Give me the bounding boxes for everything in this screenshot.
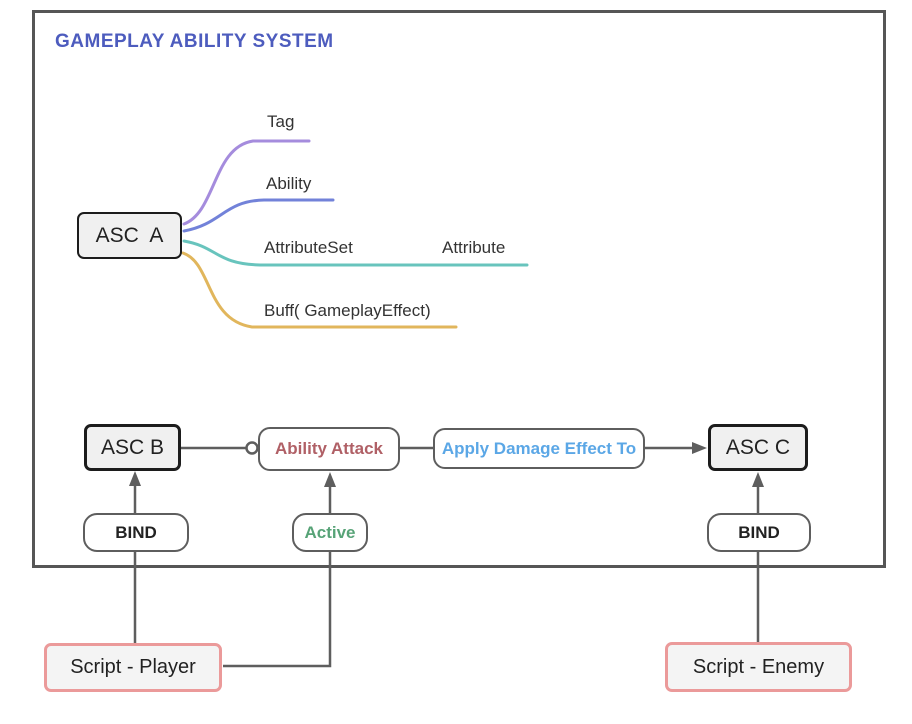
node-asc-a-label: ASC A xyxy=(95,223,164,247)
node-asc-b-label: ASC B xyxy=(100,435,165,459)
node-bind-right[interactable]: BIND xyxy=(707,513,811,552)
node-bind-left-label: BIND xyxy=(115,522,157,542)
node-bind-left[interactable]: BIND xyxy=(83,513,189,552)
node-asc-c-label: ASC C xyxy=(725,435,791,459)
node-bind-right-label: BIND xyxy=(738,522,780,542)
node-asc-b[interactable]: ASC B xyxy=(84,424,181,471)
node-ability-attack-label: Ability Attack xyxy=(274,439,383,458)
branch-label-ability[interactable]: Ability xyxy=(266,174,312,193)
node-apply-damage[interactable]: Apply Damage Effect To xyxy=(433,428,645,469)
page-title: GAMEPLAY ABILITY SYSTEM xyxy=(55,31,334,52)
branch-label-buff[interactable]: Buff( GameplayEffect) xyxy=(264,301,431,320)
node-script-enemy[interactable]: Script - Enemy xyxy=(665,642,852,692)
node-script-enemy-label: Script - Enemy xyxy=(692,655,825,678)
node-active[interactable]: Active xyxy=(292,513,368,552)
system-boundary-frame xyxy=(32,10,886,568)
branch-label-tag[interactable]: Tag xyxy=(267,112,295,131)
node-asc-c[interactable]: ASC C xyxy=(708,424,808,471)
branch-label-attributeset[interactable]: AttributeSet xyxy=(264,238,353,257)
node-active-label: Active xyxy=(304,522,356,542)
node-script-player-label: Script - Player xyxy=(70,656,196,678)
node-ability-attack[interactable]: Ability Attack xyxy=(258,427,400,471)
node-asc-a[interactable]: ASC A xyxy=(77,212,182,259)
node-apply-damage-label: Apply Damage Effect To xyxy=(441,438,637,458)
node-script-player[interactable]: Script - Player xyxy=(44,643,222,692)
line-player-to-active xyxy=(223,552,332,668)
branch-label-attribute[interactable]: Attribute xyxy=(442,238,506,257)
